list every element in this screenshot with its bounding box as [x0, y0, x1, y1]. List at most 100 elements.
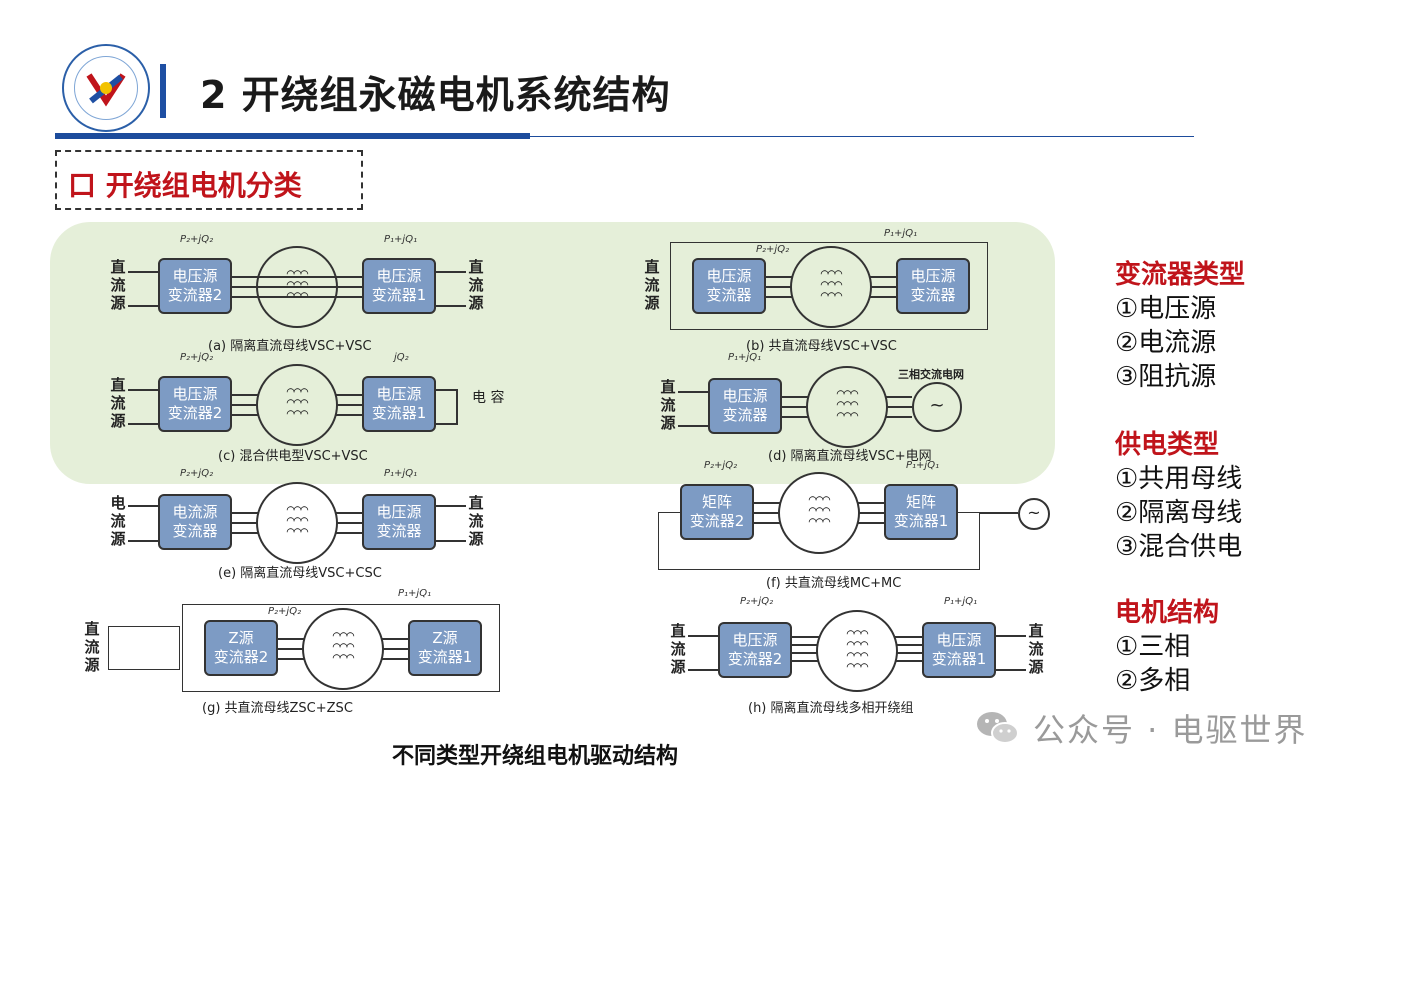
header-rule-thick — [55, 133, 530, 139]
diagram-caption: (c) 混合供电型VSC+VSC — [218, 449, 368, 464]
power-label: jQ₂ — [394, 352, 409, 363]
converter-type-heading: 变流器类型 — [1115, 260, 1246, 290]
power-label: P₁+jQ₁ — [884, 228, 918, 239]
header-rule-thin — [530, 136, 1194, 137]
title-accent-bar — [160, 64, 166, 118]
logo-emblem-icon — [86, 73, 126, 107]
ac-source-icon: ~ — [912, 382, 962, 432]
converter-box: 电压源 变流器 — [896, 258, 970, 314]
converter-box: 电压源 变流器2 — [158, 376, 232, 432]
wire — [688, 635, 718, 637]
wire — [436, 305, 466, 307]
converter-box: 矩阵 变流器1 — [884, 484, 958, 540]
section-title: 口 开绕组电机分类 — [68, 169, 302, 202]
converter-box: 电压源 变流器2 — [158, 258, 232, 314]
winding-coil: ⌒⌒⌒ ⌒⌒⌒ ⌒⌒⌒ — [332, 628, 354, 665]
power-label: P₁+jQ₁ — [728, 352, 762, 363]
converter-box: Z源 变流器2 — [204, 620, 278, 676]
motor-symbol — [256, 482, 338, 564]
shared-dc-bus — [670, 242, 988, 330]
winding-coil: ⌒⌒⌒ ⌒⌒⌒ ⌒⌒⌒ — [808, 492, 830, 529]
wire — [996, 669, 1026, 671]
wire — [436, 271, 466, 273]
watermark-text: 公众号 · 电驱世界 — [1033, 711, 1308, 749]
capacitor-label: 电 容 — [472, 390, 505, 406]
section-box — [55, 150, 363, 210]
capacitor-lead — [456, 389, 458, 424]
wire — [678, 391, 708, 393]
converter-box: 电压源 变流器2 — [718, 622, 792, 678]
winding-coil: ⌒⌒⌒ ⌒⌒⌒ ⌒⌒⌒ — [286, 502, 308, 539]
dc-source-label: 直 流 源 — [110, 376, 126, 430]
supply-type-item: ①共用母线 — [1115, 464, 1243, 494]
wire — [678, 425, 708, 427]
wire — [996, 635, 1026, 637]
supply-type-item: ③混合供电 — [1115, 532, 1243, 562]
logo-inner-ring — [74, 56, 138, 120]
power-label: P₂+jQ₂ — [756, 244, 790, 255]
power-label: P₁+jQ₁ — [384, 234, 418, 245]
power-label: P₂+jQ₂ — [180, 468, 214, 479]
motor-symbol — [790, 246, 872, 328]
university-logo — [62, 44, 150, 132]
motor-symbol — [778, 472, 860, 554]
power-label: P₂+jQ₂ — [180, 234, 214, 245]
dc-source-label: 直 流 源 — [644, 258, 660, 312]
wire — [436, 423, 458, 425]
figure-caption: 不同类型开绕组电机驱动结构 — [392, 744, 679, 769]
wire — [128, 305, 158, 307]
winding-coil: ⌒⌒⌒ ⌒⌒⌒ ⌒⌒⌒ — [286, 266, 308, 303]
wire — [128, 271, 158, 273]
converter-type-item: ②电流源 — [1115, 328, 1217, 358]
motor-symbol — [302, 608, 384, 690]
motor-structure-item: ②多相 — [1115, 666, 1191, 696]
wire — [128, 423, 158, 425]
current-source-label: 电 流 源 — [110, 494, 126, 548]
converter-box: 电压源 变流器 — [692, 258, 766, 314]
wire — [436, 505, 466, 507]
supply-type-item: ②隔离母线 — [1115, 498, 1243, 528]
winding-coil: ⌒⌒⌒ ⌒⌒⌒ ⌒⌒⌒ — [836, 386, 858, 423]
diagram-caption: (e) 隔离直流母线VSC+CSC — [218, 566, 382, 581]
power-label: P₂+jQ₂ — [180, 352, 214, 363]
page-title: 2 开绕组永磁电机系统结构 — [200, 73, 671, 117]
wire — [128, 540, 158, 542]
diagram-caption: (d) 隔离直流母线VSC+电网 — [768, 449, 932, 464]
power-label: P₁+jQ₁ — [398, 588, 432, 599]
power-label: P₁+jQ₁ — [906, 460, 940, 471]
wire — [688, 669, 718, 671]
power-label: P₂+jQ₂ — [740, 596, 774, 607]
winding-coil: ⌒⌒⌒ ⌒⌒⌒ ⌒⌒⌒ — [820, 266, 842, 303]
diagram-caption: (h) 隔离直流母线多相开绕组 — [748, 701, 914, 716]
motor-symbol — [256, 246, 338, 328]
diagram-caption: (g) 共直流母线ZSC+ZSC — [202, 701, 353, 716]
power-label: P₂+jQ₂ — [268, 606, 302, 617]
diagram-caption: (f) 共直流母线MC+MC — [766, 576, 902, 591]
power-label: P₁+jQ₁ — [944, 596, 978, 607]
grid-label: 三相交流电网 — [898, 368, 964, 381]
power-label: P₁+jQ₁ — [384, 468, 418, 479]
converter-type-item: ①电压源 — [1115, 294, 1217, 324]
wire — [128, 389, 158, 391]
diagram-caption: (b) 共直流母线VSC+VSC — [746, 339, 897, 354]
converter-box: 电压源 变流器1 — [362, 376, 436, 432]
converter-box: 电压源 变流器1 — [362, 258, 436, 314]
supply-type-heading: 供电类型 — [1115, 430, 1220, 460]
winding-coil: ⌒⌒⌒ ⌒⌒⌒ ⌒⌒⌒ — [286, 384, 308, 421]
motor-symbol — [816, 610, 898, 692]
motor-symbol — [256, 364, 338, 446]
wire — [436, 389, 458, 391]
diagram-caption: (a) 隔离直流母线VSC+VSC — [208, 339, 372, 354]
dc-source-label: 直 流 源 — [1028, 622, 1044, 676]
power-label: P₂+jQ₂ — [704, 460, 738, 471]
wire — [128, 505, 158, 507]
converter-box: 电压源 变流器 — [362, 494, 436, 550]
ac-source-icon: ~ — [1018, 498, 1050, 530]
converter-type-item: ③阻抗源 — [1115, 362, 1217, 392]
motor-symbol — [806, 366, 888, 448]
wire — [980, 512, 1018, 514]
converter-box: 矩阵 变流器2 — [680, 484, 754, 540]
dc-source-label: 直 流 源 — [468, 494, 484, 548]
wechat-icon — [975, 708, 1021, 748]
dc-source-label: 直 流 源 — [468, 258, 484, 312]
